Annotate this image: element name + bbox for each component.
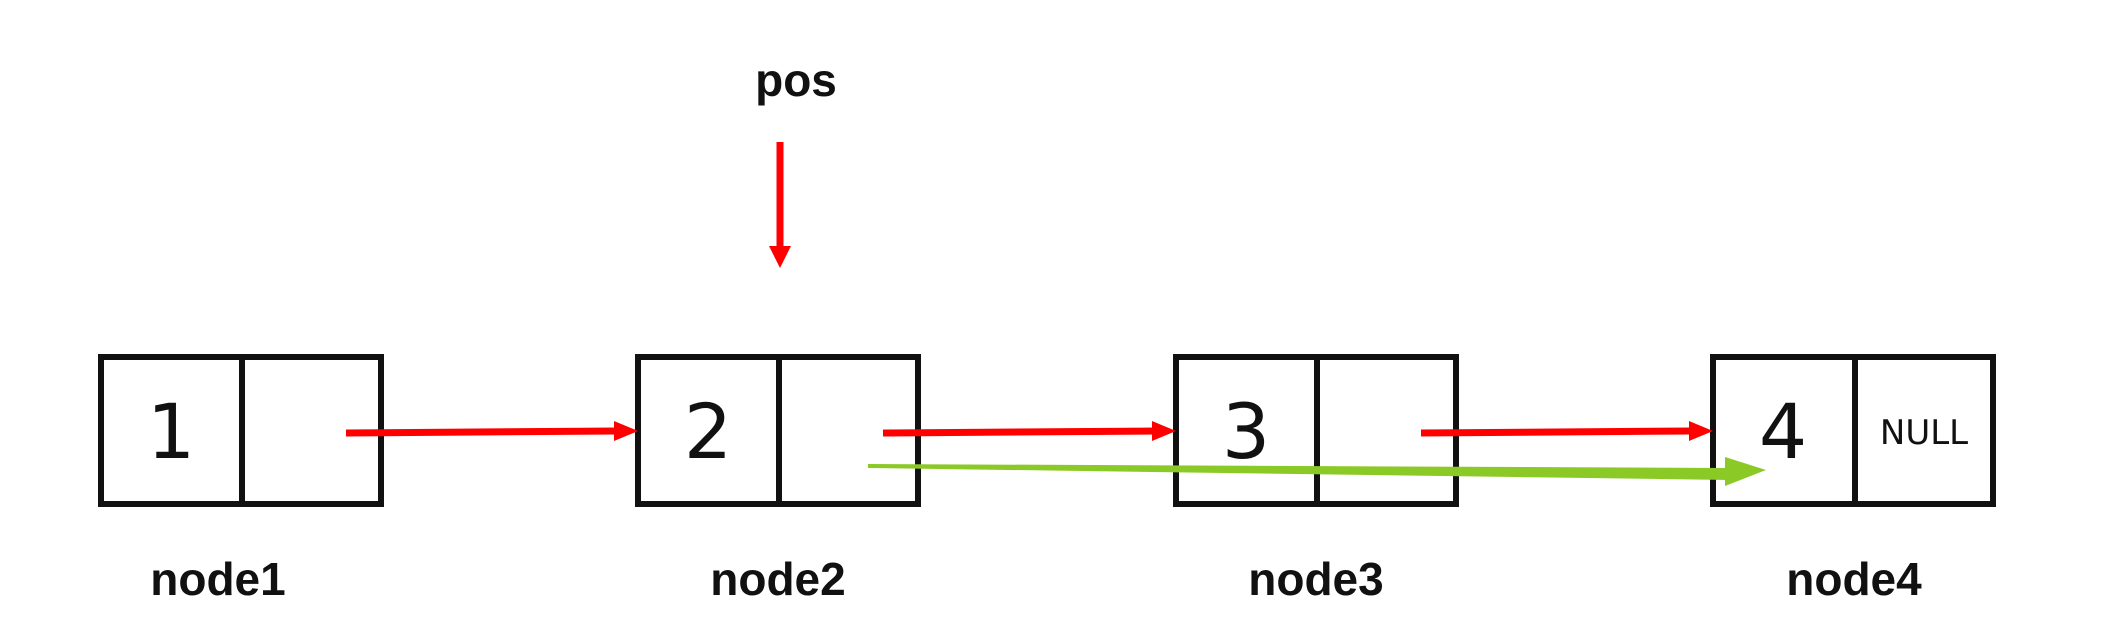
node-value: 3	[1222, 387, 1270, 476]
node-node4: 4 NULL node4	[1710, 354, 1996, 605]
link-arrow-node2-node4	[868, 457, 1766, 486]
node-value: 2	[684, 387, 732, 476]
node-node3: 3 node3	[1173, 354, 1459, 605]
link-arrow-node3-node4	[1420, 421, 1713, 441]
node-label: node4	[1786, 553, 1922, 605]
node-label: node1	[150, 553, 285, 605]
node-value: 1	[147, 387, 195, 476]
node-node1: 1 node1	[98, 354, 384, 605]
pos-label: pos	[755, 54, 837, 106]
node-next: NULL	[1880, 413, 1968, 453]
node-label: node2	[710, 553, 845, 605]
node-value: 4	[1759, 387, 1807, 476]
node-label: node3	[1248, 553, 1383, 605]
link-arrow-node1-node2	[345, 421, 638, 441]
node-node2: 2 node2	[635, 354, 921, 605]
pos-pointer-arrow	[769, 142, 791, 268]
link-arrow-node2-node3	[882, 421, 1176, 441]
